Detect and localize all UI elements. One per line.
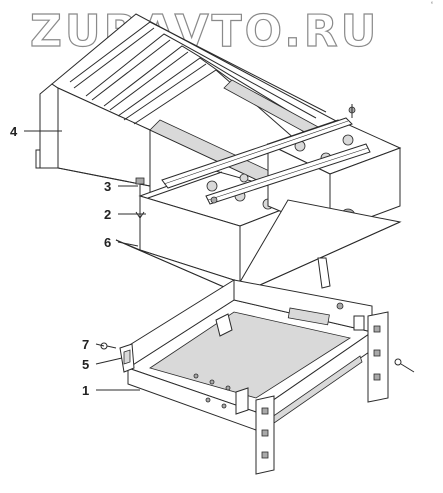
side-bolt (394, 358, 415, 373)
callout-2: 2 (104, 207, 112, 222)
leader-lines (24, 130, 146, 391)
callout-5: 5 (82, 357, 90, 372)
callout-3: 3 (104, 179, 112, 194)
callout-1: 1 (82, 383, 90, 398)
callout-7: 7 (82, 337, 90, 352)
mounting-clip (119, 343, 135, 373)
corner-mark: ʻ (431, 0, 433, 10)
hold-down-rod (135, 177, 145, 219)
callout-6: 6 (104, 235, 112, 250)
hold-down-bars (161, 104, 371, 205)
callout-4: 4 (10, 124, 18, 139)
battery-tray (126, 279, 389, 475)
battery-cover (35, 13, 339, 194)
